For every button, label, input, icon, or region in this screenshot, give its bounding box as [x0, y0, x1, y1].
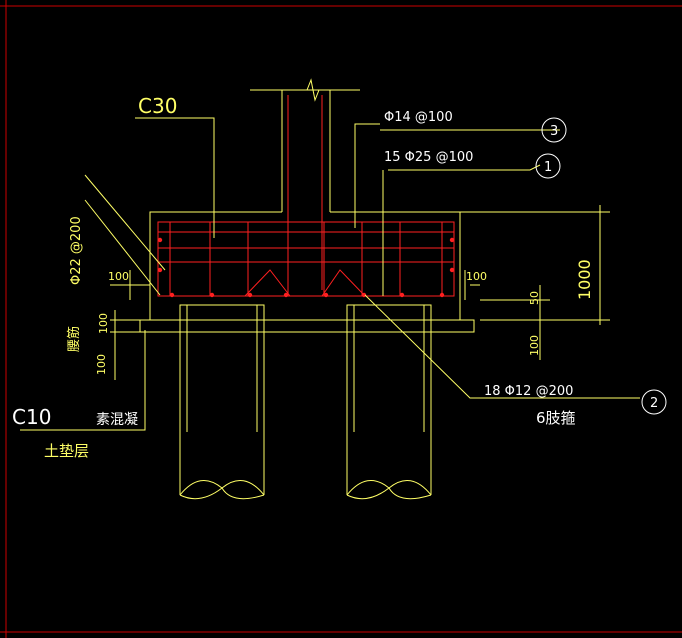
label-c30-cap: C30	[138, 94, 177, 118]
label-cushion: 土垫层	[44, 442, 89, 460]
label-side-note: 腰筋	[66, 326, 82, 352]
label-plain-concrete: 素混凝	[96, 412, 138, 428]
rebar-dots	[157, 237, 455, 298]
dim-right-cover: 100	[466, 270, 487, 283]
callout-number-2: 2	[650, 396, 658, 411]
dim-left-100-a: 100	[97, 313, 110, 334]
rebar-cage	[157, 95, 455, 297]
dimension-lines	[110, 205, 610, 380]
column	[250, 78, 360, 212]
label-rebar-stirrup: 18 Φ12 @200	[484, 384, 573, 399]
callout-number-3: 3	[550, 124, 558, 139]
piles	[179, 304, 432, 500]
label-c10-pad: C10	[12, 405, 51, 429]
leader-lines	[20, 117, 640, 431]
callout-number-1: 1	[544, 160, 552, 175]
callout-bubbles	[535, 117, 667, 415]
dim-right-50: 50	[528, 291, 541, 305]
dim-cap-height: 1000	[575, 259, 594, 300]
label-rebar-side: Φ22 @200	[69, 216, 84, 285]
label-stirrup-note: 6肢箍	[536, 409, 576, 427]
label-rebar-top: Φ14 @100	[384, 110, 453, 125]
label-rebar-bottom: 15 Φ25 @100	[384, 150, 473, 165]
dim-left-cover: 100	[108, 270, 129, 283]
dim-right-100: 100	[528, 335, 541, 356]
dim-left-100-b: 100	[95, 354, 108, 375]
